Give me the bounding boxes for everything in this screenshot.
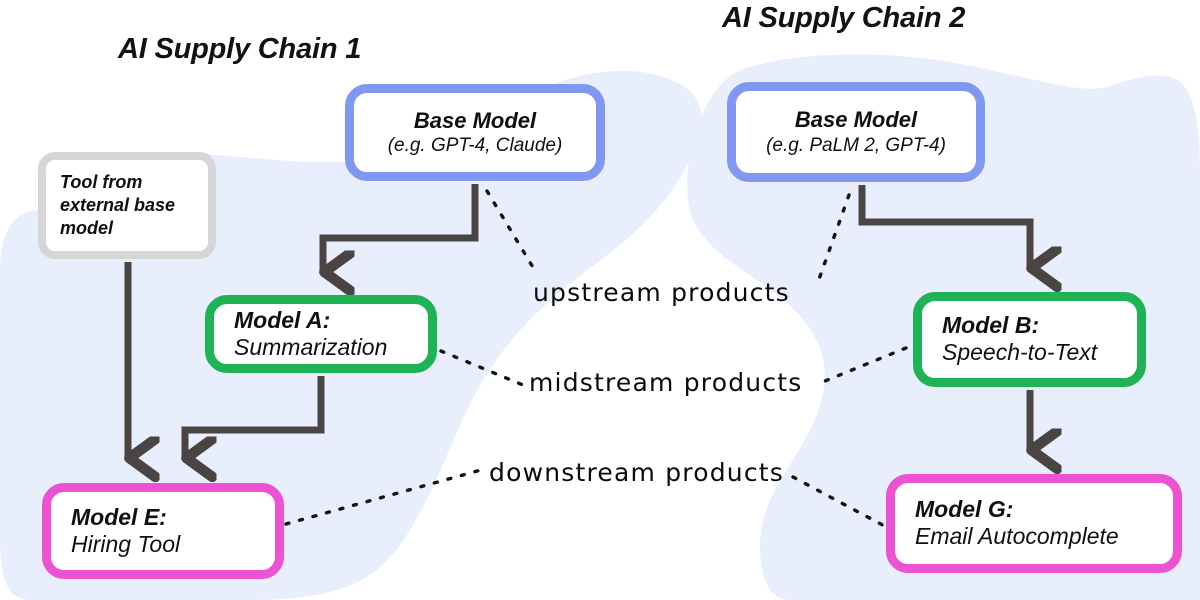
- node-model-a-title: Model A:: [234, 306, 331, 333]
- node-model-a[interactable]: Model A: Summarization: [205, 295, 437, 373]
- node-model-g-title: Model G:: [915, 496, 1014, 523]
- leader-downstream-right: [791, 475, 892, 531]
- node-base-model-1-title: Base Model: [413, 107, 537, 133]
- node-model-e[interactable]: Model E: Hiring Tool: [42, 483, 284, 579]
- leader-midstream-right: [823, 346, 908, 383]
- node-model-a-subtitle: Summarization: [234, 333, 388, 360]
- node-base-model-1-subtitle: (e.g. GPT-4, Claude): [387, 135, 563, 157]
- node-model-e-subtitle: Hiring Tool: [71, 530, 181, 557]
- leader-upstream-right: [816, 193, 851, 284]
- node-model-b-subtitle: Speech-to-Text: [942, 339, 1098, 365]
- node-model-g-subtitle: Email Autocomplete: [915, 523, 1119, 549]
- node-external-tool[interactable]: Tool from external base model: [38, 152, 216, 259]
- node-external-tool-title: Tool from external base model: [60, 171, 176, 239]
- node-model-e-title: Model E:: [71, 503, 167, 530]
- node-model-g[interactable]: Model G: Email Autocomplete: [886, 474, 1182, 573]
- node-base-model-1[interactable]: Base Model (e.g. GPT-4, Claude): [345, 84, 605, 181]
- edge-base1-to-modelA: [323, 184, 479, 272]
- leader-midstream-left: [439, 349, 525, 387]
- tier-label-downstream: downstream products: [489, 458, 784, 487]
- node-model-b-title: Model B:: [942, 312, 1040, 339]
- leader-upstream-left: [485, 189, 539, 276]
- leader-downstream-left: [284, 468, 483, 526]
- edge-modelA-to-modelE: [185, 376, 325, 458]
- tier-label-midstream: midstream products: [529, 368, 803, 397]
- chain-1-title: AI Supply Chain 1: [118, 33, 362, 65]
- node-base-model-2[interactable]: Base Model (e.g. PaLM 2, GPT-4): [727, 82, 985, 182]
- node-base-model-2-subtitle: (e.g. PaLM 2, GPT-4): [766, 134, 946, 156]
- node-base-model-2-title: Base Model: [794, 107, 918, 133]
- node-model-b[interactable]: Model B: Speech-to-Text: [913, 292, 1146, 387]
- tier-label-upstream: upstream products: [533, 278, 790, 307]
- chain-2-title: AI Supply Chain 2: [722, 2, 966, 34]
- edge-base2-to-modelB: [858, 185, 1030, 268]
